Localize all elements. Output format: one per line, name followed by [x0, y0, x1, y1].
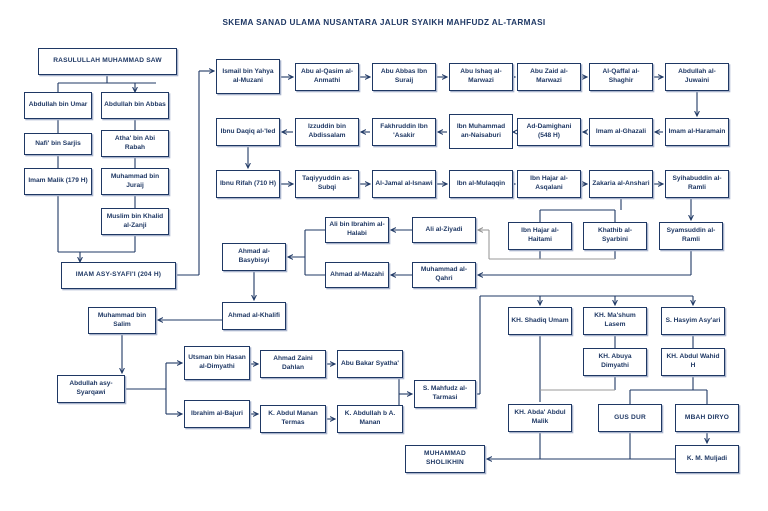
node-nafi-bin-sarjis[interactable]: Nafi' bin Sarjis: [24, 133, 92, 155]
node-kh-abuya-dimyathi[interactable]: KH. Abuya Dimyathi: [583, 348, 647, 376]
node-muhammad-al-qahri[interactable]: Muhammad al-Qahri: [412, 262, 476, 288]
node-ahmad-al-khalifi[interactable]: Ahmad al-Khalifi: [222, 302, 286, 330]
node-muhammad-bin-juraij[interactable]: Muhammad bin Juraij: [101, 168, 169, 195]
node-al-qaffal-al-shaghir[interactable]: Al-Qaffal al-Shaghir: [589, 63, 653, 91]
node-izzuddin-bin-abdissalam[interactable]: Izzuddin bin Abdissalam: [295, 118, 359, 146]
node-ibnu-rifah[interactable]: Ibnu Rifah (710 H): [216, 170, 280, 198]
node-atha-bin-abi-rabah[interactable]: Atha' bin Abi Rabah: [101, 130, 169, 157]
node-ali-bin-ibrahim-al-halabi[interactable]: Ali bin Ibrahim al-Halabi: [325, 217, 389, 243]
node-ad-damighani[interactable]: Ad-Damighani (548 H): [517, 118, 581, 146]
node-k-m-muljadi[interactable]: K. M. Muljadi: [675, 445, 739, 473]
node-k-abdullah-b-a-manan[interactable]: K. Abdullah b A. Manan: [337, 405, 403, 433]
node-abdullah-asy-syarqawi[interactable]: Abdullah asy-Syarqawi: [57, 375, 125, 403]
node-khathib-al-syarbini[interactable]: Khathib al-Syarbini: [583, 222, 647, 250]
node-ahmad-al-mazahi[interactable]: Ahmad al-Mazahi: [325, 262, 389, 288]
node-syihabuddin-al-ramli[interactable]: Syihabuddin al-Ramli: [665, 170, 729, 198]
node-ibn-hajar-al-asqalani[interactable]: Ibn Hajar al-Asqalani: [517, 170, 581, 198]
node-s-hasyim-asyari[interactable]: S. Hasyim Asy'ari: [661, 307, 725, 335]
node-abu-zaid-al-marwazi[interactable]: Abu Zaid al-Marwazi: [517, 63, 581, 91]
node-imam-malik[interactable]: Imam Malik (179 H): [24, 168, 92, 195]
node-imam-al-haramain[interactable]: Imam al-Haramain: [665, 118, 729, 146]
node-rasulullah[interactable]: RASULULLAH MUHAMMAD SAW: [38, 48, 177, 75]
page-title: SKEMA SANAD ULAMA NUSANTARA JALUR SYAIKH…: [222, 18, 546, 27]
node-abdullah-al-juwaini[interactable]: Abdullah al-Juwaini: [665, 63, 729, 91]
node-ibn-al-mulaqqin[interactable]: Ibn al-Mulaqqin: [449, 170, 513, 198]
node-fakhruddin-ibn-asakir[interactable]: Fakhruddin Ibn 'Asakir: [372, 118, 436, 146]
node-taqiyyuddin-as-subqi[interactable]: Taqiyyuddin as-Subqi: [295, 170, 359, 198]
node-mbah-diryo[interactable]: MBAH DIRYO: [675, 404, 739, 432]
node-al-jamal-al-isnawi[interactable]: Al-Jamal al-Isnawi: [372, 170, 436, 198]
node-s-mahfudz-al-tarmasi[interactable]: S. Mahfudz al-Tarmasi: [414, 380, 476, 408]
node-gus-dur[interactable]: GUS DUR: [598, 404, 662, 432]
node-kh-mashum-lasem[interactable]: KH. Ma'shum Lasem: [583, 307, 647, 335]
node-abdullah-bin-umar[interactable]: Abdullah bin Umar: [24, 92, 92, 119]
node-ibrahim-al-bajuri[interactable]: Ibrahim al-Bajuri: [184, 400, 250, 428]
node-abu-al-qasim-al-anmathi[interactable]: Abu al-Qasim al-Anmathi: [295, 63, 359, 91]
node-ibn-muhammad-an-naisaburi[interactable]: Ibn Muhammad an-Naisaburi: [449, 114, 513, 149]
node-imam-asy-syafii[interactable]: IMAM ASY-SYAFI'I (204 H): [61, 262, 176, 289]
node-muhammad-sholikhin[interactable]: MUHAMMAD SHOLIKHIN: [405, 445, 485, 473]
node-kh-abda-abdul-malik[interactable]: KH. Abda' Abdul Malik: [508, 404, 572, 432]
node-ismail-bin-yahya-al-muzani[interactable]: Ismail bin Yahya al-Muzani: [216, 59, 280, 94]
node-syamsuddin-al-ramli[interactable]: Syamsuddin al-Ramli: [659, 222, 723, 250]
node-abu-ishaq-al-marwazi[interactable]: Abu Ishaq al-Marwazi: [449, 63, 513, 91]
node-abu-bakar-syatha[interactable]: Abu Bakar Syatha': [337, 350, 403, 378]
node-utsman-bin-hasan-al-dimyathi[interactable]: Utsman bin Hasan al-Dimyathi: [184, 346, 250, 380]
node-imam-al-ghazali[interactable]: Imam al-Ghazali: [589, 118, 653, 146]
node-kh-shadiq-umam[interactable]: KH. Shadiq Umam: [508, 307, 572, 335]
node-ahmad-zaini-dahlan[interactable]: Ahmad Zaini Dahlan: [260, 350, 326, 378]
node-abu-abbas-ibn-suraij[interactable]: Abu Abbas Ibn Suraij: [372, 63, 436, 91]
node-ali-al-ziyadi[interactable]: Ali al-Ziyadi: [412, 217, 476, 243]
node-ibn-hajar-al-haitami[interactable]: Ibn Hajar al-Haitami: [508, 222, 572, 250]
node-k-abdul-manan-termas[interactable]: K. Abdul Manan Termas: [260, 405, 326, 433]
node-ibnu-daqiq-al-ied[interactable]: Ibnu Daqiq al-'Ied: [216, 118, 280, 146]
node-muhammad-bin-salim[interactable]: Muhammad bin Salim: [88, 307, 156, 334]
node-muslim-bin-khalid-al-zanji[interactable]: Muslim bin Khalid al-Zanji: [101, 208, 169, 235]
node-abdullah-bin-abbas[interactable]: Abdullah bin Abbas: [101, 92, 169, 119]
node-kh-abdul-wahid-h[interactable]: KH. Abdul Wahid H: [661, 348, 725, 376]
node-ahmad-al-basybisyi[interactable]: Ahmad al-Basybisyi: [222, 243, 286, 271]
node-zakaria-al-anshari[interactable]: Zakaria al-Anshari: [589, 170, 653, 198]
